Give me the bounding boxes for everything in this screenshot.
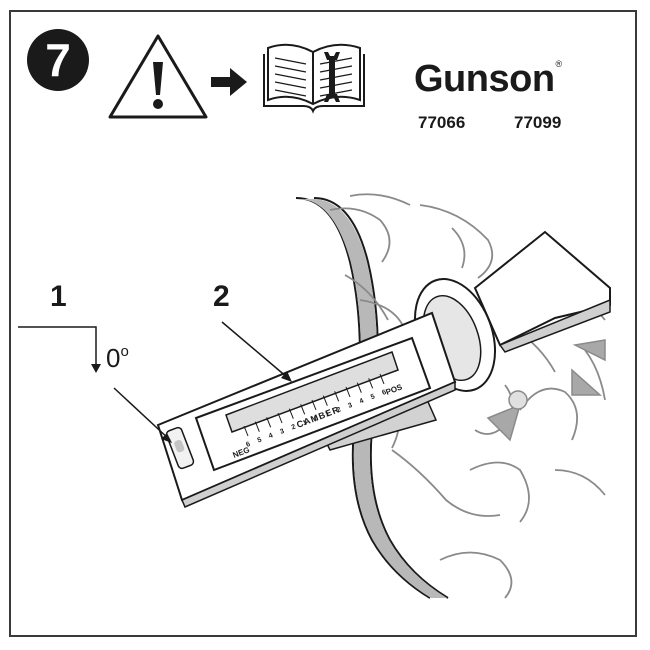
callout-leaders <box>18 321 292 443</box>
scale-tick-label: 2 <box>336 406 342 414</box>
scale-tick-label: 3 <box>347 402 353 410</box>
scale-tick <box>379 373 385 385</box>
zero-degree-value: 0 <box>106 343 121 373</box>
brand-name: Gunson <box>414 58 555 100</box>
scale-tick <box>266 417 272 428</box>
registered-mark: ® <box>555 59 563 69</box>
scale-tick <box>368 378 374 389</box>
step-number: 7 <box>45 34 71 86</box>
zero-degree-label: 0o <box>106 343 129 374</box>
scale-tick <box>356 382 362 393</box>
manual-book-icon <box>263 43 365 114</box>
scale-tick-label: 6 <box>245 441 251 449</box>
callout-1: 1 <box>50 280 67 313</box>
scale-tick-label: 1 <box>325 411 331 419</box>
scale-tick <box>277 412 283 424</box>
wrench-icon <box>324 52 340 102</box>
scale-tick-label: 1 <box>302 419 308 427</box>
scale-tick <box>300 404 306 415</box>
scale-tick <box>243 425 249 437</box>
scale-tick-label: 3 <box>279 428 285 436</box>
scale-tick <box>334 391 340 402</box>
degree-symbol: o <box>120 343 129 360</box>
scale-tick <box>254 421 260 432</box>
step-badge <box>27 29 89 91</box>
brand-logo: Gunson® <box>414 58 562 101</box>
scale-tick-label: 4 <box>268 432 274 440</box>
camber-gauge <box>156 311 457 508</box>
scale-tick <box>345 386 351 398</box>
scale-tick-label: 2 <box>291 424 297 432</box>
scale-tick <box>311 399 317 411</box>
product-code-2: 77099 <box>514 113 562 132</box>
product-code-1: 77066 <box>418 113 466 132</box>
scale-tick-label: 4 <box>359 398 365 406</box>
scale-tick-label: 0 <box>313 415 319 423</box>
scale-tick <box>322 395 328 406</box>
bubble-vial <box>225 351 399 433</box>
right-arrow-icon <box>211 68 247 96</box>
scale-tick <box>288 408 294 419</box>
scale-tick-label: 5 <box>257 437 263 445</box>
scale-tick-label: 6 <box>381 389 387 397</box>
callout-2: 2 <box>213 280 230 313</box>
scale-tick-label: 5 <box>370 393 376 401</box>
warning-triangle-icon <box>108 34 208 119</box>
